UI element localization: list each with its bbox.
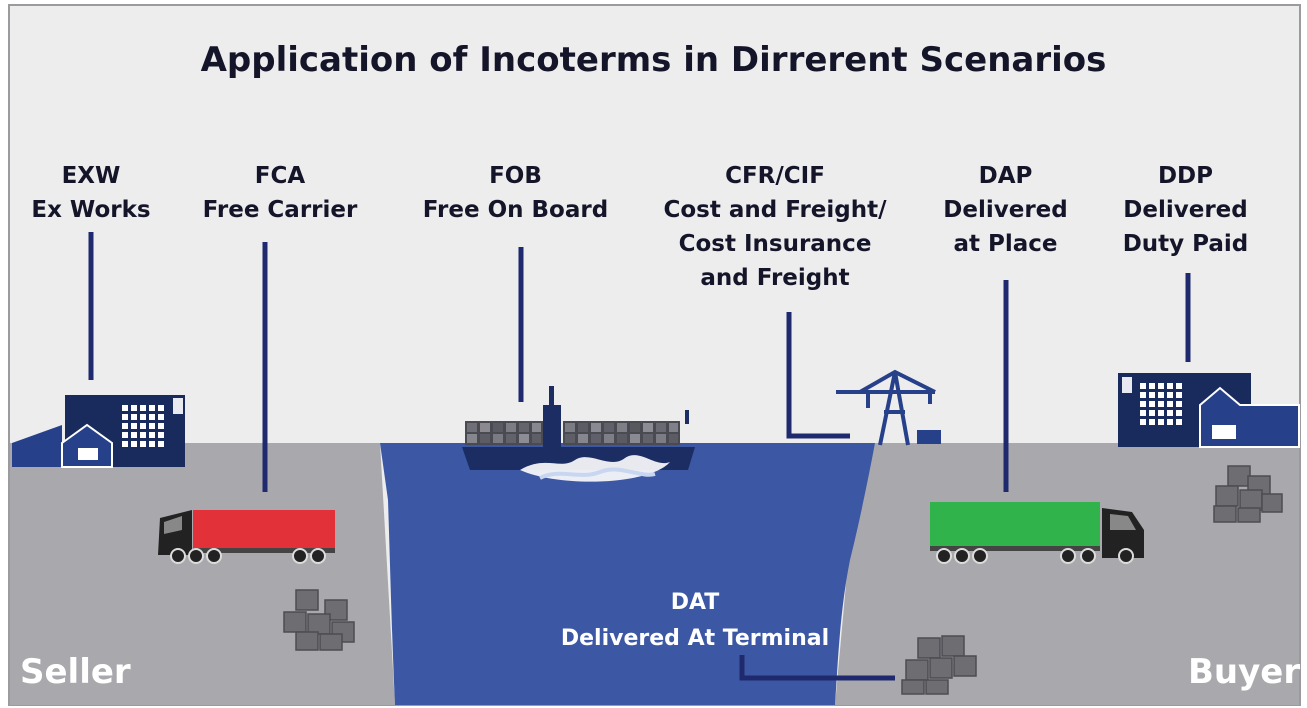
term-name-line-1: Cost and Freight/ [663, 197, 887, 223]
term-name-line-2: Cost Insurance [678, 231, 872, 257]
term-code: DAT [670, 590, 720, 615]
term-dap: DAP Delivered at Place [918, 159, 1093, 261]
term-name-line-2: at Place [953, 231, 1058, 257]
truck-icon [158, 510, 335, 564]
cfr-cif-connector [786, 312, 850, 439]
term-name-line-1: Delivered [943, 197, 1068, 223]
term-code: CFR/CIF [725, 163, 825, 189]
boxes-icon [901, 635, 977, 695]
crane-icon [836, 369, 941, 446]
boxes-icon [1213, 465, 1283, 523]
term-code: FCA [254, 163, 306, 189]
term-name: Free Carrier [202, 197, 358, 223]
boxes-icon [283, 589, 355, 651]
term-fob: FOB Free On Board [408, 159, 623, 227]
diagram-title: Application of Incoterms in Dirrerent Sc… [200, 40, 1107, 80]
term-code: EXW [61, 163, 121, 189]
term-dat: DAT Delivered At Terminal [540, 585, 850, 657]
seller-label: Seller [20, 652, 131, 692]
connector-lines [88, 232, 1191, 681]
term-code: DDP [1157, 163, 1214, 189]
term-name-line-1: Delivered [1123, 197, 1248, 223]
term-fca: FCA Free Carrier [185, 159, 375, 227]
term-name: Free On Board [422, 197, 609, 223]
term-name: Ex Works [31, 197, 151, 223]
term-code: FOB [489, 163, 542, 189]
term-ddp: DDP Delivered Duty Paid [1103, 159, 1268, 261]
term-cfr-cif: CFR/CIF Cost and Freight/ Cost Insurance… [655, 159, 895, 295]
term-name: Delivered At Terminal [560, 626, 830, 651]
term-name-line-2: Duty Paid [1122, 231, 1249, 257]
ship-icon [462, 386, 695, 482]
truck-icon [930, 502, 1144, 564]
water [380, 443, 875, 705]
factory-icon [12, 395, 185, 468]
term-exw: EXW Ex Works [21, 159, 161, 227]
buyer-label: Buyer [1188, 652, 1301, 692]
term-code: DAP [978, 163, 1033, 189]
dat-connector [739, 655, 895, 681]
term-name-line-3: and Freight [700, 265, 850, 291]
factory-icon [1118, 373, 1300, 448]
